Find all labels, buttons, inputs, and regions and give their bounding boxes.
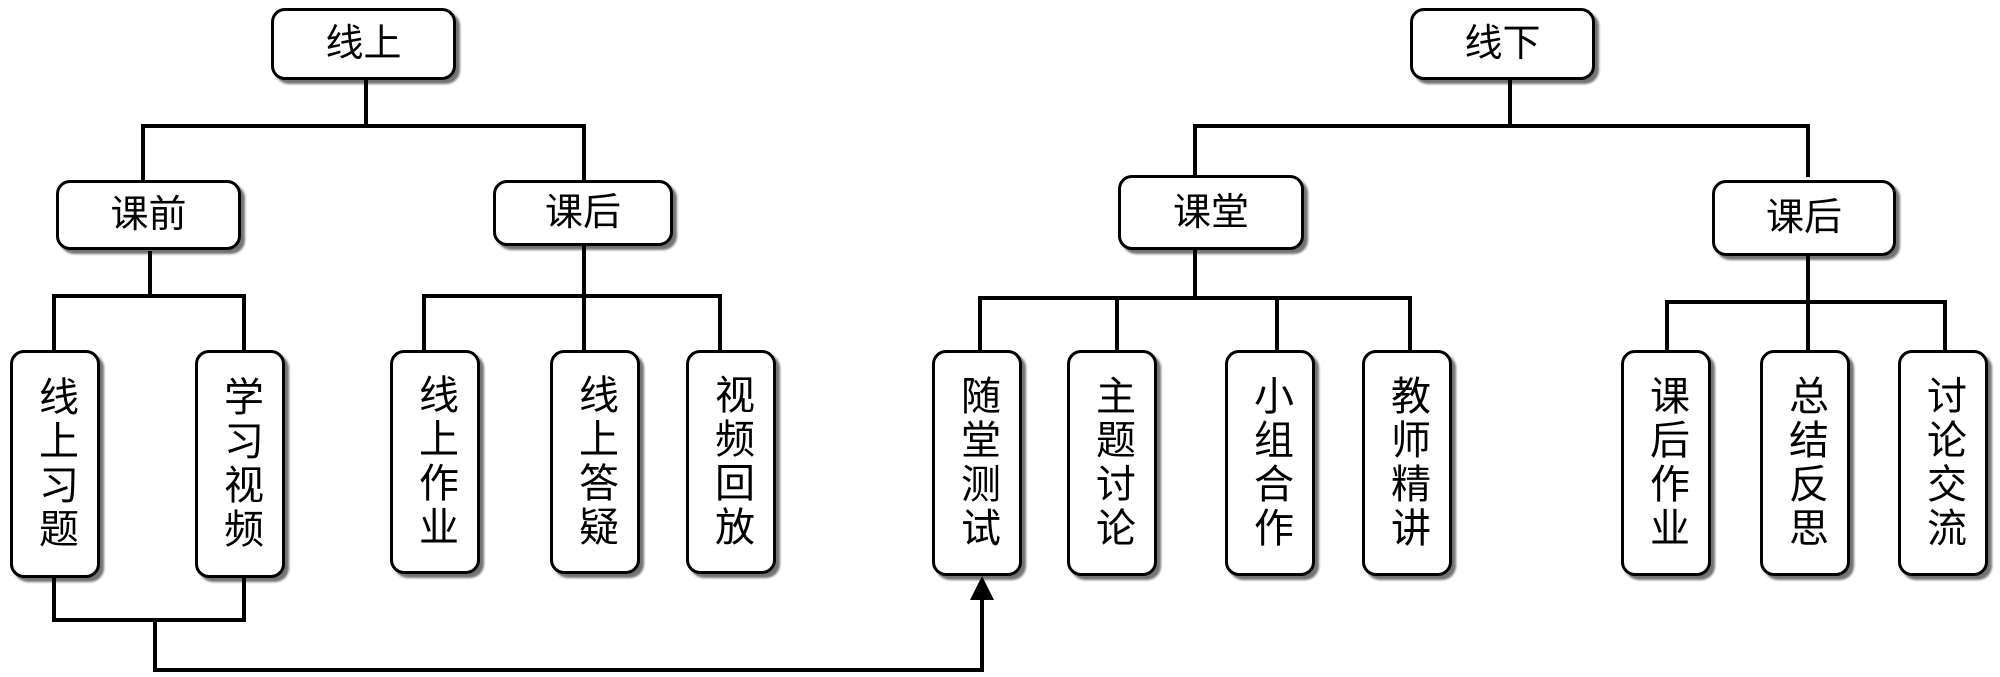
offline-class-item-3-label: 小组合作 [1247, 375, 1293, 551]
online-pre-item-1-label: 线上习题 [32, 376, 78, 552]
online-after-item-2-label: 线上答疑 [572, 374, 618, 550]
online-after-item-2: 线上答疑 [550, 350, 640, 574]
line-bottom-link [153, 598, 984, 672]
offline-root-node: 线下 [1410, 8, 1595, 80]
offline-after-item-3-label: 讨论交流 [1920, 375, 1966, 551]
offline-class-item-2-label: 主题讨论 [1089, 375, 1135, 551]
offline-class-item-3: 小组合作 [1225, 350, 1315, 576]
online-pre-item-2-label: 学习视频 [217, 376, 263, 552]
arrow-head-icon [970, 576, 994, 600]
online-after-item-1-label: 线上作业 [412, 374, 458, 550]
online-pre-class-node: 课前 [56, 180, 241, 250]
offline-class-item-1-label: 随堂测试 [954, 375, 1000, 551]
offline-classroom-node: 课堂 [1118, 175, 1304, 250]
online-after-class-node: 课后 [493, 180, 673, 246]
offline-root-label: 线下 [1464, 21, 1541, 66]
offline-class-item-4: 教师精讲 [1362, 350, 1452, 576]
online-after-item-3-label: 视频回放 [708, 374, 754, 550]
offline-classroom-label: 课堂 [1172, 189, 1249, 234]
offline-after-class-node: 课后 [1712, 180, 1896, 256]
online-pre-item-2: 学习视频 [195, 350, 285, 578]
offline-class-item-2: 主题讨论 [1067, 350, 1157, 576]
offline-after-item-2: 总结反思 [1760, 350, 1850, 576]
offline-class-item-4-label: 教师精讲 [1384, 375, 1430, 551]
online-pre-class-label: 课前 [110, 192, 187, 237]
offline-class-item-1: 随堂测试 [932, 350, 1022, 576]
offline-after-item-1: 课后作业 [1621, 350, 1711, 576]
online-pre-item-1: 线上习题 [10, 350, 100, 578]
offline-after-class-label: 课后 [1765, 195, 1842, 240]
online-after-item-3: 视频回放 [686, 350, 776, 574]
offline-after-item-1-label: 课后作业 [1643, 375, 1689, 551]
offline-after-item-3: 讨论交流 [1898, 350, 1988, 576]
online-root-label: 线上 [325, 21, 402, 66]
online-after-item-1: 线上作业 [390, 350, 480, 574]
online-after-class-label: 课后 [544, 190, 621, 235]
online-root-node: 线上 [271, 8, 456, 80]
offline-after-item-2-label: 总结反思 [1782, 375, 1828, 551]
